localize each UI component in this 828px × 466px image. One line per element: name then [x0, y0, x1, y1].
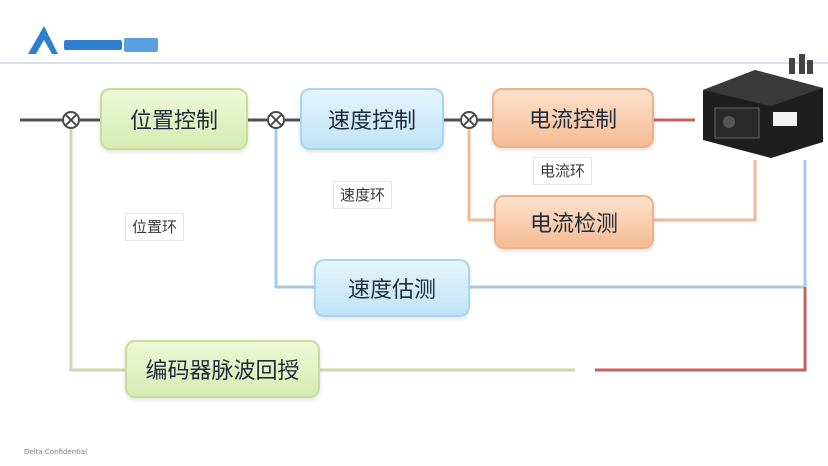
- servo-motor-icon: [703, 54, 823, 158]
- position-summing-junction: [62, 111, 80, 129]
- current-detect-block: 电流检测: [494, 195, 654, 249]
- speed-control-block: 速度控制: [300, 88, 444, 150]
- current-summing-junction: [460, 111, 478, 129]
- encoder-feedback-block: 编码器脉波回授: [125, 340, 320, 398]
- speed-summing-junction: [267, 111, 285, 129]
- company-logo-icon: [28, 26, 158, 54]
- speed-estimate-block: 速度估测: [314, 259, 470, 317]
- header-rule: [0, 62, 828, 64]
- footer-note: Delta Confidential: [24, 448, 88, 456]
- position-loop-label: 位置环: [125, 213, 185, 241]
- position-control-block: 位置控制: [100, 88, 248, 150]
- current-control-block: 电流控制: [492, 88, 654, 148]
- current-loop-label: 电流环: [533, 157, 593, 185]
- speed-loop-label: 速度环: [333, 181, 393, 209]
